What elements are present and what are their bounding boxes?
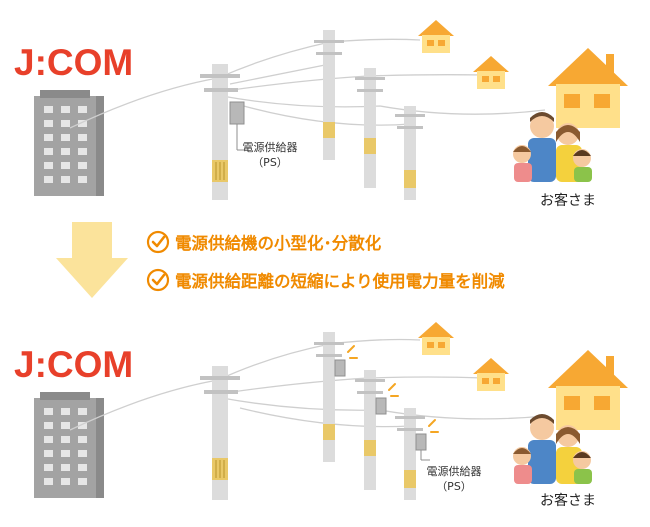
ps-label-line1: 電源供給器 <box>426 465 482 478</box>
ps-label-line2: （PS） <box>436 480 472 493</box>
building-icon <box>34 392 104 498</box>
jcom-logo: J:COM <box>14 42 134 83</box>
house-icon <box>473 56 509 89</box>
utility-pole-icon <box>200 64 240 200</box>
building-icon <box>34 90 104 196</box>
utility-pole-icon <box>395 106 425 200</box>
ps-label-line2: （PS） <box>252 156 288 169</box>
utility-pole-icon <box>200 366 240 500</box>
bottom-panel <box>34 322 628 500</box>
power-supply-box-icon <box>375 397 387 415</box>
benefit-text: 電源供給距離の短縮により使用電力量を削減 <box>175 272 505 291</box>
ps-label: 電源供給器 （PS） <box>424 464 484 494</box>
power-lines <box>69 338 546 431</box>
house-icon <box>418 322 454 355</box>
ps-label: 電源供給器 （PS） <box>240 140 300 170</box>
house-icon <box>473 358 509 391</box>
jcom-logo: J:COM <box>14 344 134 385</box>
top-panel <box>34 20 628 200</box>
customer-label: お客さま <box>540 493 596 509</box>
power-supply-box-icon <box>415 433 430 461</box>
customer-label: お客さま <box>540 193 596 209</box>
power-supply-box-icon <box>229 101 248 151</box>
power-supply-box-icon <box>334 359 346 377</box>
utility-pole-icon <box>355 68 385 188</box>
utility-pole-icon <box>314 30 344 160</box>
house-icon <box>548 350 628 430</box>
utility-pole-icon <box>355 370 385 490</box>
benefit-item: 電源供給距離の短縮により使用電力量を削減 <box>145 266 505 294</box>
benefit-item: 電源供給機の小型化･分散化 <box>145 228 381 256</box>
power-lines <box>69 38 546 129</box>
benefit-text: 電源供給機の小型化･分散化 <box>175 234 382 253</box>
utility-pole-icon <box>395 408 425 500</box>
house-icon <box>418 20 454 53</box>
sparkle-icon <box>347 345 439 433</box>
ps-label-line1: 電源供給器 <box>242 141 298 154</box>
down-arrow-icon <box>56 222 128 298</box>
utility-pole-icon <box>314 332 344 462</box>
house-icon <box>548 48 628 128</box>
